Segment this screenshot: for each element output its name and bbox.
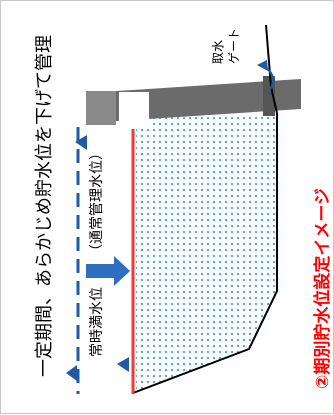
intake-gate-label-2: ゲート — [227, 28, 241, 64]
normal-full-level-label: 常時満水位 — [89, 287, 105, 357]
reservoir-outline — [132, 24, 278, 394]
triangle-marker-icon — [117, 357, 129, 372]
triangle-marker-icon — [75, 135, 87, 150]
normal-mgmt-level-label: （通常管理水位） — [89, 146, 105, 258]
dam-cap — [86, 91, 116, 125]
water-area — [136, 113, 277, 393]
gate-opening — [119, 92, 149, 125]
triangle-marker-icon — [66, 365, 77, 381]
intake-gate-label-1: 取水 — [211, 40, 225, 64]
curved-arrow-head — [257, 60, 268, 71]
main-title: 一定期間、あらかじめ貯水位を下げて管理 — [34, 35, 55, 377]
subtitle: ②期別貯水位設定イメージ — [312, 188, 333, 389]
right-arrow-icon — [114, 256, 130, 286]
arrow-shaft — [86, 264, 114, 278]
